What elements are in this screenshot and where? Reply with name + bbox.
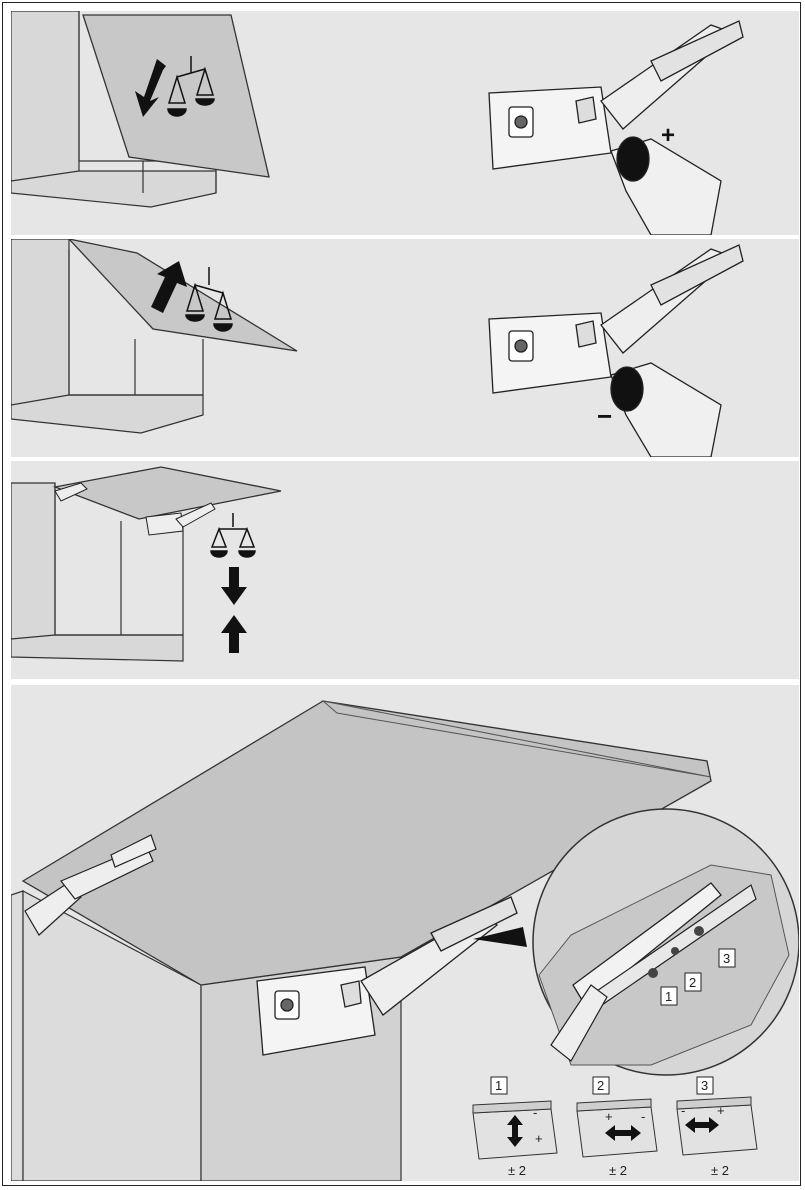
lift-mechanism xyxy=(488,244,744,394)
wall-cabinet xyxy=(11,11,217,208)
svg-text:± 2: ± 2 xyxy=(609,1163,627,1178)
svg-text:-: - xyxy=(681,1103,685,1118)
panel-door-too-light: − xyxy=(11,239,799,457)
adjust-box-3: 3 - + ± 2 xyxy=(676,1076,758,1178)
svg-text:1: 1 xyxy=(665,989,672,1004)
adjust-plus-sign: + xyxy=(661,122,675,149)
lift-arm-left xyxy=(24,834,157,936)
svg-text:-: - xyxy=(641,1109,645,1124)
panel-adjustment-detail: 1 2 3 1 + - ± 2 xyxy=(11,685,799,1181)
drill-icon xyxy=(610,136,722,235)
panel-balanced xyxy=(11,461,799,679)
svg-text:± 2: ± 2 xyxy=(508,1163,526,1178)
scale-icon xyxy=(185,267,233,332)
panel-door-too-heavy: + xyxy=(11,11,799,235)
flap-door xyxy=(52,466,282,520)
lift-mechanism xyxy=(256,896,518,1056)
adjust-box-1: 1 + - ± 2 xyxy=(472,1076,558,1178)
arrow-down-icon xyxy=(221,567,247,605)
svg-text:3: 3 xyxy=(701,1078,708,1093)
callout-3: 3 xyxy=(718,948,736,968)
svg-text:-: - xyxy=(533,1105,537,1120)
arrow-up-icon xyxy=(221,615,247,653)
lift-mechanism-small xyxy=(54,482,216,536)
svg-text:+: + xyxy=(605,1109,613,1124)
flap-door xyxy=(68,239,298,352)
svg-text:2: 2 xyxy=(597,1078,604,1093)
svg-text:± 2: ± 2 xyxy=(711,1163,729,1178)
svg-text:+: + xyxy=(535,1131,543,1146)
zoom-pointer xyxy=(473,927,527,947)
svg-text:+: + xyxy=(717,1103,725,1118)
svg-text:3: 3 xyxy=(723,951,730,966)
svg-text:2: 2 xyxy=(689,975,696,990)
scale-icon xyxy=(167,56,215,117)
arrow-horizontal-icon xyxy=(685,1117,719,1133)
svg-text:1: 1 xyxy=(495,1078,502,1093)
callout-1: 1 xyxy=(660,986,678,1006)
lift-mechanism xyxy=(488,20,744,170)
scale-icon xyxy=(210,513,256,558)
callout-2: 2 xyxy=(684,972,702,992)
adjust-box-2: 2 + - ± 2 xyxy=(576,1076,658,1178)
zoom-detail-circle xyxy=(532,808,799,1076)
wall-cabinet xyxy=(11,239,204,434)
arrow-vertical-icon xyxy=(507,1115,523,1147)
drill-icon xyxy=(610,362,722,457)
arrow-up-icon xyxy=(151,261,187,313)
arrow-down-icon xyxy=(135,59,166,117)
flap-door xyxy=(82,14,270,178)
adjust-minus-sign: − xyxy=(597,401,612,431)
arrow-horizontal-icon xyxy=(605,1125,641,1141)
wall-cabinet xyxy=(11,482,184,662)
